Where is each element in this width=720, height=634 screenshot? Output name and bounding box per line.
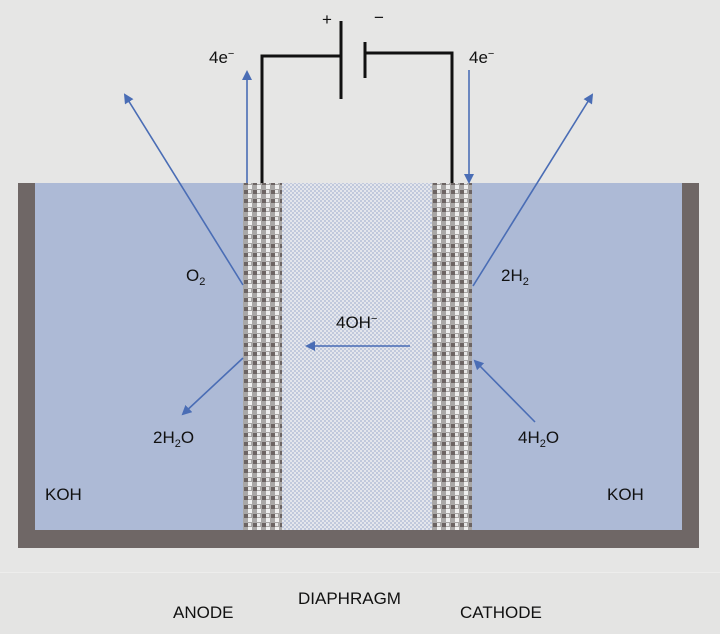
tank-wall-right: [682, 183, 699, 548]
tank-bottom: [18, 530, 699, 548]
electrons-cathode-label: 4e−: [469, 48, 494, 68]
electrons-anode-base: 4e: [209, 48, 228, 67]
arrow-water-in: [473, 359, 536, 423]
water-out-subscript: 2: [174, 438, 181, 450]
wire-anode: [260, 54, 341, 183]
water-out-tail: O: [180, 428, 195, 447]
cathode: [432, 183, 472, 530]
battery-positive-label: +: [322, 10, 332, 29]
diaphragm-caption: DIAPHRAGM: [298, 589, 401, 608]
tank-wall-left: [18, 183, 35, 548]
water-out-label: 2H2O: [153, 428, 194, 450]
oxygen-base: O: [186, 266, 200, 285]
electrolyte-left-label: KOH: [45, 485, 82, 504]
electrons-anode-charge: −: [227, 48, 235, 60]
water-in-subscript: 2: [539, 438, 546, 450]
water-out-base: 2H: [153, 428, 175, 447]
water-in-base: 4H: [518, 428, 540, 447]
electrons-cathode-base: 4e: [469, 48, 488, 67]
hydrogen-subscript: 2: [522, 276, 529, 288]
water-in-tail: O: [545, 428, 560, 447]
oxygen-subscript: 2: [199, 276, 206, 288]
oxygen-label: O2: [186, 266, 205, 288]
water-in-label: 4H2O: [518, 428, 559, 450]
hydroxide-charge: −: [370, 313, 378, 325]
hydrogen-label: 2H2: [501, 266, 529, 288]
electrolyte-right: [472, 183, 682, 530]
cathode-caption: CATHODE: [460, 603, 542, 622]
hydrogen-base: 2H: [501, 266, 523, 285]
wire-cathode: [365, 51, 454, 183]
diaphragm: [282, 183, 432, 530]
hydroxide-label: 4OH−: [336, 313, 377, 333]
arrow-h2: [472, 93, 594, 287]
electrolyte-left: [35, 183, 243, 530]
electrons-anode-label: 4e−: [209, 48, 234, 68]
anode-caption: ANODE: [173, 603, 234, 622]
arrow-water-out: [181, 357, 244, 416]
caption-band: [0, 572, 720, 634]
electrolyte-right-label: KOH: [607, 485, 644, 504]
anode: [243, 183, 282, 530]
battery-negative-label: −: [374, 8, 384, 27]
arrow-o2: [123, 93, 244, 286]
hydroxide-base: 4OH: [336, 313, 371, 332]
electrons-cathode-charge: −: [487, 48, 495, 60]
